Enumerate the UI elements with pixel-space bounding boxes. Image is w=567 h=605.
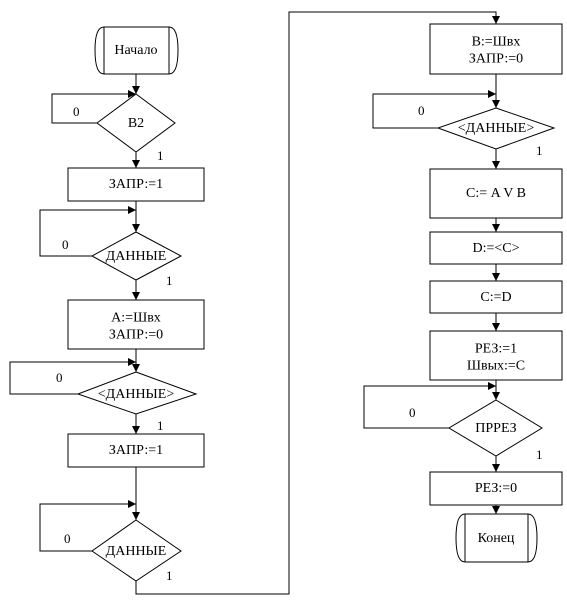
block-label-prez: ПРРЕЗ xyxy=(475,421,516,436)
arrowhead xyxy=(128,358,136,366)
process-or: С:= A V B xyxy=(429,168,563,219)
arrowhead xyxy=(132,160,140,168)
decision-data-first: ДАННЫЕ xyxy=(90,231,183,281)
loop-b2-no xyxy=(51,93,136,124)
arrowhead xyxy=(492,224,500,232)
arrowhead xyxy=(128,500,136,508)
block-label-zapr1-a: ЗАПР:=1 xyxy=(109,177,163,192)
arrowheads xyxy=(128,16,500,520)
process-c-assign: C:=D xyxy=(429,280,563,314)
decision-data-second: ДАННЫЕ xyxy=(91,519,182,582)
terminal-end: Конец xyxy=(455,513,538,563)
decision-prez: ПРРЕЗ xyxy=(448,399,543,457)
edge-label-no: 0 xyxy=(62,237,69,252)
arrowhead xyxy=(132,426,140,434)
edge-label-no: 0 xyxy=(73,104,80,119)
edge-label-yes: 1 xyxy=(166,568,173,583)
decision-ndata-first: <ДАННЫЕ> xyxy=(76,371,198,415)
arrowhead xyxy=(492,16,500,24)
arrowhead xyxy=(492,506,500,514)
edge-label-yes: 1 xyxy=(157,148,164,163)
block-label-line: А:=Швх xyxy=(111,311,161,326)
arrowhead xyxy=(492,161,500,169)
arrowhead xyxy=(488,382,496,390)
decision-ndata-second: <ДАННЫЕ> xyxy=(436,107,556,150)
loop-data-a-no xyxy=(39,209,136,257)
block-label-data-a: ДАННЫЕ xyxy=(106,249,167,264)
process-zapr-1-second: ЗАПР:=1 xyxy=(67,433,205,468)
arrowhead xyxy=(492,464,500,472)
edge-label-yes: 1 xyxy=(157,418,164,433)
block-label-line: ЗАПР:=0 xyxy=(109,328,163,343)
process-d-assign: D:=<C> xyxy=(429,231,563,265)
loop-data-b-no xyxy=(39,503,136,552)
edge-label-yes: 1 xyxy=(536,447,543,462)
arrowhead xyxy=(132,364,140,372)
edge-label-yes: 1 xyxy=(536,143,543,158)
block-label-line: РЕЗ:=1 xyxy=(475,342,517,357)
block-label-start: Начало xyxy=(114,43,157,58)
block-label-data-b: ДАННЫЕ xyxy=(106,544,167,559)
arrowhead xyxy=(128,206,136,214)
block-label-end: Конец xyxy=(478,531,515,546)
edge-label-no: 0 xyxy=(409,405,416,420)
block-label-ndata-b: <ДАННЫЕ> xyxy=(458,121,535,136)
block-label-rez-reset: РЕЗ:=0 xyxy=(475,481,517,496)
loop-ndata-b-no xyxy=(372,93,496,129)
arrowhead xyxy=(132,224,140,232)
edge-label-yes: 1 xyxy=(166,273,173,288)
arrowhead xyxy=(492,100,500,108)
edge-label-no: 0 xyxy=(56,370,63,385)
block-label-zapr1-b: ЗАПР:=1 xyxy=(109,443,163,458)
connector-to-right-column xyxy=(135,11,497,595)
block-label-b2: В2 xyxy=(128,116,144,131)
terminal-start: Начало xyxy=(94,26,179,75)
edge-label-no: 0 xyxy=(418,103,425,118)
block-label-line: ЗАПР:=0 xyxy=(469,52,523,67)
block-label-c-assign: C:=D xyxy=(480,290,511,305)
arrowhead xyxy=(128,90,136,98)
arrowhead xyxy=(492,273,500,281)
block-label-or: С:= A V B xyxy=(466,186,526,201)
decision-b2: В2 xyxy=(96,93,176,153)
edge-label-no: 0 xyxy=(64,531,71,546)
arrowhead xyxy=(492,392,500,400)
arrowhead xyxy=(132,292,140,300)
loop-prez-no xyxy=(363,385,496,429)
process-zapr-1-first: ЗАПР:=1 xyxy=(67,167,205,202)
block-label-line: Швых:=С xyxy=(467,359,525,374)
arrowhead xyxy=(492,323,500,331)
block-label-line: В:=Швх xyxy=(472,35,521,50)
edge-labels: 0 1 0 1 0 1 0 1 0 1 0 1 xyxy=(56,103,543,583)
arrowhead xyxy=(488,90,496,98)
process-rez-reset: РЕЗ:=0 xyxy=(429,471,563,506)
arrowhead xyxy=(132,512,140,520)
arrowhead xyxy=(132,86,140,94)
loop-ndata-a-no xyxy=(9,361,136,395)
block-label-d-assign: D:=<C> xyxy=(472,241,519,256)
block-label-ndata-a: <ДАННЫЕ> xyxy=(98,387,175,402)
